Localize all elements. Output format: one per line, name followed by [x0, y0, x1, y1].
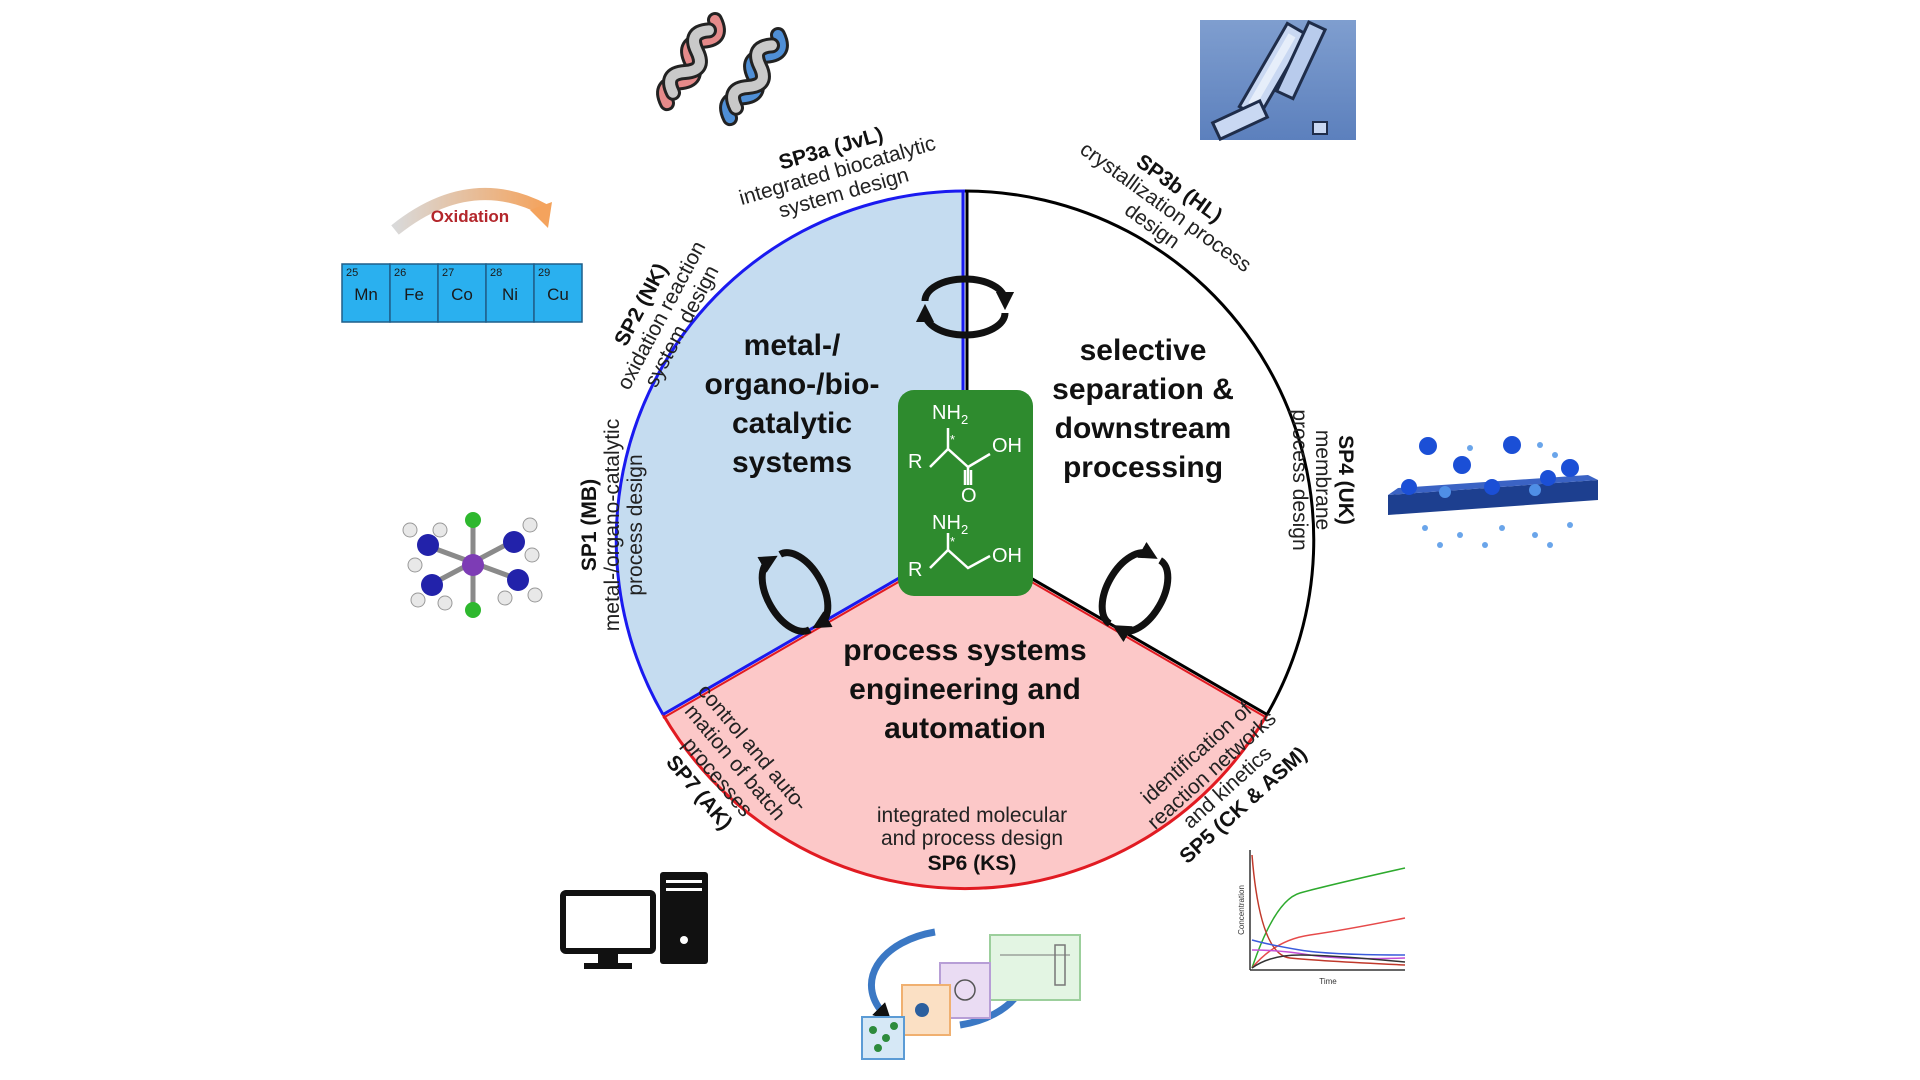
title-separation-line3: downstream: [1055, 412, 1232, 445]
aa-oh-label: OH: [992, 435, 1022, 457]
arc-pse: [661, 713, 1269, 890]
element-num: 29: [538, 267, 550, 279]
kinetics-plot-icon: Time Concentration: [1237, 845, 1408, 986]
element-sym: Cu: [547, 285, 569, 304]
title-catalysis: metal-/ organo-/bio- catalytic systems: [705, 329, 880, 479]
metal-complex-icon: [402, 512, 543, 618]
element-cell-fe: 26 Fe: [389, 263, 439, 323]
sp1-code: SP1 (MB): [578, 479, 601, 571]
membrane-icon: [1388, 436, 1598, 548]
aal-nh2-label: NH: [932, 512, 961, 534]
aal-stereo-star: *: [950, 534, 955, 549]
sector-catalysis: [616, 191, 965, 715]
element-cell-ni: 28 Ni: [485, 263, 535, 323]
element-sym: Co: [451, 285, 473, 304]
sp6-label: integrated molecular and process design …: [877, 804, 1067, 875]
title-catalysis-line1: metal-/: [744, 329, 841, 362]
aa-r-label: R: [908, 451, 922, 473]
dna-helix-icon: [656, 12, 789, 127]
element-cell-mn: 25 Mn: [341, 263, 391, 323]
element-cells: 25 Mn 26 Fe 27 Co 28 Ni 29 Cu: [341, 263, 583, 323]
kinetics-xlabel: Time: [1319, 977, 1337, 986]
kinetics-ylabel: Concentration: [1237, 885, 1246, 935]
sp4-code: SP4 (UK): [1334, 435, 1357, 525]
element-num: 27: [442, 267, 454, 279]
amino-alcohol-structure: NH 2 * OH R: [908, 512, 1022, 581]
title-separation-line1: selective: [1080, 334, 1207, 367]
element-cell-cu: 29 Cu: [533, 263, 583, 323]
element-sym: Fe: [404, 285, 424, 304]
sp1-label: SP1 (MB) metal-/organo-catalytic process…: [578, 419, 647, 631]
sector-separation: [965, 191, 1314, 715]
aal-oh-label: OH: [992, 545, 1022, 567]
sp1-desc-line1: metal-/organo-catalytic: [601, 419, 624, 631]
title-separation-line4: processing: [1063, 451, 1223, 484]
arc-separation: [964, 189, 1316, 716]
title-pse-line1: process systems: [843, 634, 1087, 667]
aa-nh2-sub: 2: [961, 412, 968, 427]
element-cell-co: 27 Co: [437, 263, 487, 323]
oxidation-label: Oxidation: [431, 207, 509, 226]
aa-stereo-star: *: [950, 432, 955, 447]
arc-catalysis: [614, 189, 966, 716]
sp4-desc-line1: membrane: [1311, 430, 1334, 530]
flowsheet-cycle-icon: [861, 928, 1081, 1060]
sector-pse: [663, 540, 1267, 889]
element-num: 25: [346, 267, 358, 279]
title-catalysis-line4: systems: [732, 446, 852, 479]
oxidation-arrow: [391, 188, 548, 235]
title-catalysis-line3: catalytic: [732, 407, 852, 440]
title-pse-line3: automation: [884, 712, 1046, 745]
aa-nh2-label: NH: [932, 402, 961, 424]
element-num: 28: [490, 267, 502, 279]
cycle-arrows-icon-top: [915, 275, 1015, 339]
title-separation-line2: separation &: [1052, 373, 1234, 406]
periodic-table-strip: Oxidation 25 Mn 26 Fe 27 Co 28 Ni: [341, 188, 583, 323]
amino-acid-structure: NH 2 * OH O R: [908, 402, 1022, 507]
crystal-photo-icon: [1200, 20, 1356, 142]
title-pse: process systems engineering and automati…: [843, 634, 1087, 745]
element-sym: Ni: [502, 285, 518, 304]
title-pse-line2: engineering and: [849, 673, 1081, 706]
sp6-desc-line1: integrated molecular: [877, 804, 1067, 827]
center-molecule-box: NH 2 * OH O R NH 2 * OH R: [898, 390, 1033, 596]
cycle-arrows-icon-right: [1098, 541, 1172, 643]
aal-r-label: R: [908, 559, 922, 581]
title-separation: selective separation & downstream proces…: [1052, 334, 1234, 484]
computer-icon: [560, 872, 708, 969]
aa-o-label: O: [961, 485, 977, 507]
sp1-desc-line2: process design: [624, 454, 647, 595]
sp4-desc-line2: process design: [1288, 409, 1311, 550]
title-catalysis-line2: organo-/bio-: [705, 368, 880, 401]
element-sym: Mn: [354, 285, 378, 304]
element-num: 26: [394, 267, 406, 279]
sp6-desc-line2: and process design: [881, 827, 1063, 850]
cycle-arrows-icon-left: [757, 549, 833, 635]
aal-nh2-sub: 2: [961, 522, 968, 537]
sp4-label: SP4 (UK) membrane process design: [1288, 409, 1357, 550]
sp6-code: SP6 (KS): [928, 852, 1017, 875]
